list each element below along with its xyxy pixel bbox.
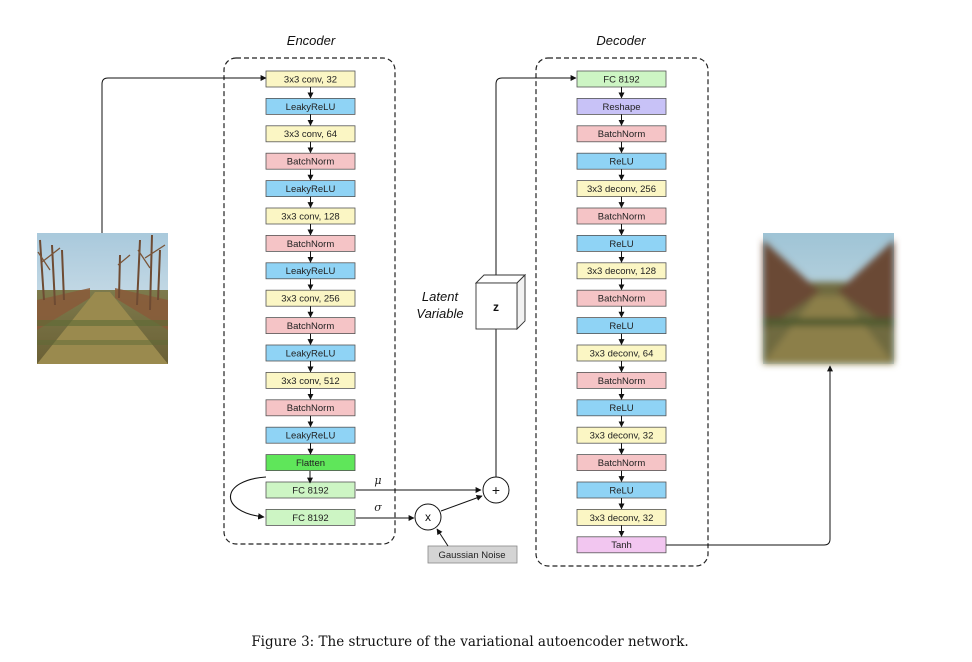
figure-caption: Figure 3: The structure of the variation… — [251, 634, 689, 650]
encoder-layer-label: LeakyReLU — [286, 184, 336, 195]
decoder-layer-label: BatchNorm — [598, 376, 646, 387]
encoder-layer-label: FC 8192 — [292, 485, 328, 496]
decoder-layer-label: Reshape — [602, 102, 640, 113]
plus-to-decoder-arrow — [495, 75, 577, 477]
mu-label: μ — [374, 474, 381, 487]
decoder-layer-label: BatchNorm — [598, 294, 646, 305]
decoder-layer-label: 3x3 deconv, 128 — [587, 266, 656, 277]
encoder-layer-box — [265, 454, 356, 472]
decoder-layer-label: FC 8192 — [603, 74, 639, 85]
encoder-layer-label: Flatten — [296, 458, 325, 469]
encoder-layer-label: 3x3 conv, 64 — [284, 129, 337, 140]
encoder-layer-stack: 3x3 conv, 32 LeakyReLU 3x3 conv, 64 BatchNo… — [265, 70, 356, 526]
decoder-layer-label: ReLU — [609, 403, 633, 414]
plus-symbol: + — [492, 482, 500, 498]
encoder-layer-label: 3x3 conv, 256 — [281, 294, 339, 305]
encoder-layer-label: LeakyReLU — [286, 348, 336, 359]
sigma-label: σ — [374, 501, 382, 514]
encoder-layer-label: FC 8192 — [292, 513, 328, 524]
decoder-layer-label: 3x3 deconv, 32 — [590, 431, 654, 442]
encoder-group-border — [223, 57, 396, 545]
multiply-node — [414, 503, 442, 531]
decoder-layer-label: BatchNorm — [598, 458, 646, 469]
gaussian-noise-box — [427, 545, 518, 564]
multiply-symbol: x — [425, 510, 431, 524]
encoder-layer-label: BatchNorm — [287, 239, 335, 250]
encoder-layer-label: LeakyReLU — [286, 266, 336, 277]
decoder-layer-label: ReLU — [609, 321, 633, 332]
encoder-layer-label: LeakyReLU — [286, 431, 336, 442]
encoder-layer-box — [265, 508, 356, 526]
gaussian-noise-label: Gaussian Noise — [438, 550, 505, 561]
decoder-layer-label: 3x3 deconv, 32 — [590, 513, 654, 524]
decoder-layer-label: BatchNorm — [598, 211, 646, 222]
latent-cube — [474, 273, 527, 331]
decoder-layer-label: 3x3 deconv, 256 — [587, 184, 656, 195]
noise-to-multiply-arrow — [436, 528, 449, 547]
latent-label-line1: Latent — [422, 289, 460, 304]
latent-label-line2: Variable — [416, 306, 463, 321]
latent-symbol: z — [493, 300, 499, 314]
decoder-layer-label: BatchNorm — [598, 129, 646, 140]
decoder-group-border — [535, 57, 709, 567]
decoder-layer-label: ReLU — [609, 485, 633, 496]
encoder-layer-label: BatchNorm — [287, 403, 335, 414]
encoder-layer-label: 3x3 conv, 128 — [281, 211, 339, 222]
encoder-layer-label: BatchNorm — [287, 321, 335, 332]
output-image — [763, 233, 894, 364]
decoder-layer-label: 3x3 deconv, 64 — [590, 348, 654, 359]
decoder-layer-label: Tanh — [611, 540, 632, 551]
input-to-encoder-arrow — [101, 75, 267, 233]
encoder-layer-label: 3x3 conv, 32 — [284, 74, 337, 85]
decoder-layer-label: ReLU — [609, 239, 633, 250]
input-image — [37, 233, 168, 364]
decoder-title: Decoder — [596, 33, 646, 48]
encoder-layer-label: 3x3 conv, 512 — [281, 376, 339, 387]
encoder-layer-label: BatchNorm — [287, 157, 335, 168]
multiply-to-plus-arrow — [440, 495, 483, 512]
encoder-layer-label: LeakyReLU — [286, 102, 336, 113]
decoder-layer-label: ReLU — [609, 157, 633, 168]
flatten-to-fc-sigma-curve — [229, 476, 267, 520]
encoder-title: Encoder — [287, 33, 336, 48]
decoder-to-output-arrow — [666, 365, 833, 546]
